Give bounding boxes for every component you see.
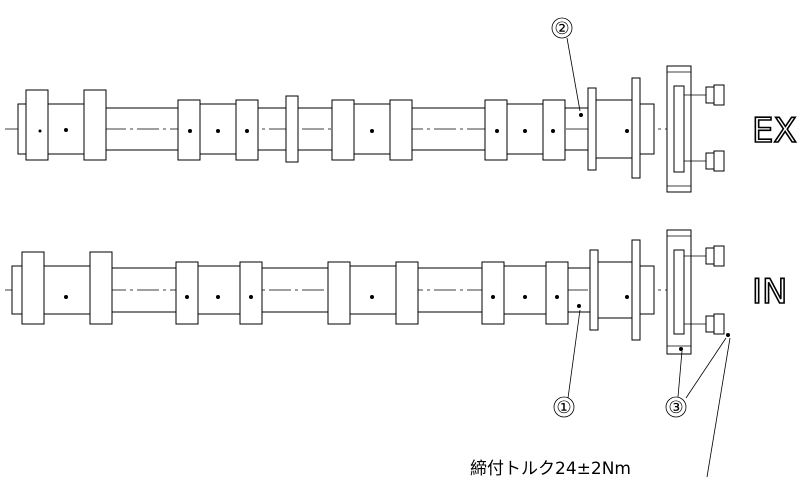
callout-3: ③ [665, 337, 727, 418]
exhaust-thrust-collar [285, 95, 299, 163]
oil-hole [370, 295, 374, 299]
intake-bolt-lower [684, 313, 730, 337]
oil-hole [495, 129, 499, 133]
oil-hole [185, 295, 189, 299]
torque-leader-line [706, 337, 731, 478]
exhaust-cam [389, 99, 413, 161]
intake-flange-plate [631, 239, 641, 341]
oil-hole [64, 295, 68, 299]
callout-3-label: ③ [668, 398, 683, 418]
oil-hole [679, 347, 683, 351]
oil-hole [551, 129, 555, 133]
exhaust-nose [639, 103, 655, 155]
intake-cam [481, 261, 505, 325]
callout-1: ① [553, 309, 581, 418]
oil-hole [216, 129, 220, 133]
oil-hole [245, 129, 249, 133]
intake-cam [89, 251, 113, 325]
exhaust-hub [595, 99, 633, 159]
exhaust-bolt-lower [684, 150, 725, 172]
exhaust-cam [25, 89, 49, 161]
oil-hole [491, 295, 495, 299]
oil-hole [579, 113, 583, 117]
oil-hole [188, 129, 192, 133]
oil-hole [577, 304, 581, 308]
exhaust-sprocket-web [673, 85, 685, 173]
callout-2: ② [551, 17, 581, 112]
exhaust-label: EX [752, 111, 797, 151]
intake-bolt-upper [684, 245, 725, 267]
intake-cam [327, 261, 351, 325]
oil-hole [523, 129, 527, 133]
intake-nose [639, 265, 655, 315]
oil-hole [38, 129, 42, 133]
intake-journal [503, 265, 547, 315]
intake-cam [545, 261, 569, 325]
oil-hole [370, 129, 374, 133]
oil-hole [216, 295, 220, 299]
exhaust-cam [331, 99, 355, 161]
intake-cam [21, 251, 45, 325]
oil-hole [523, 295, 527, 299]
oil-hole [555, 295, 559, 299]
intake-journal [43, 265, 91, 315]
oil-hole [249, 295, 253, 299]
torque-note: 締付トルク24±2Nm [470, 459, 631, 479]
oil-hole [625, 129, 629, 133]
intake-journal [349, 265, 397, 315]
intake-hub [597, 261, 633, 319]
intake-sprocket-web [673, 249, 685, 335]
exhaust-camshaft [5, 65, 725, 193]
callout-2-label: ② [554, 19, 569, 39]
intake-cam [395, 261, 419, 325]
intake-cam [175, 261, 199, 325]
intake-flange [589, 249, 599, 331]
intake-camshaft [5, 229, 730, 355]
intake-journal [197, 265, 241, 315]
exhaust-cam [83, 89, 107, 161]
intake-label: IN [752, 272, 787, 312]
exhaust-flange-plate [631, 77, 641, 179]
exhaust-flange [587, 87, 597, 171]
callout-1-label: ① [556, 398, 571, 418]
oil-hole [64, 128, 68, 132]
oil-hole [625, 295, 629, 299]
intake-cam [239, 261, 263, 325]
exhaust-bolt-upper [684, 84, 725, 106]
